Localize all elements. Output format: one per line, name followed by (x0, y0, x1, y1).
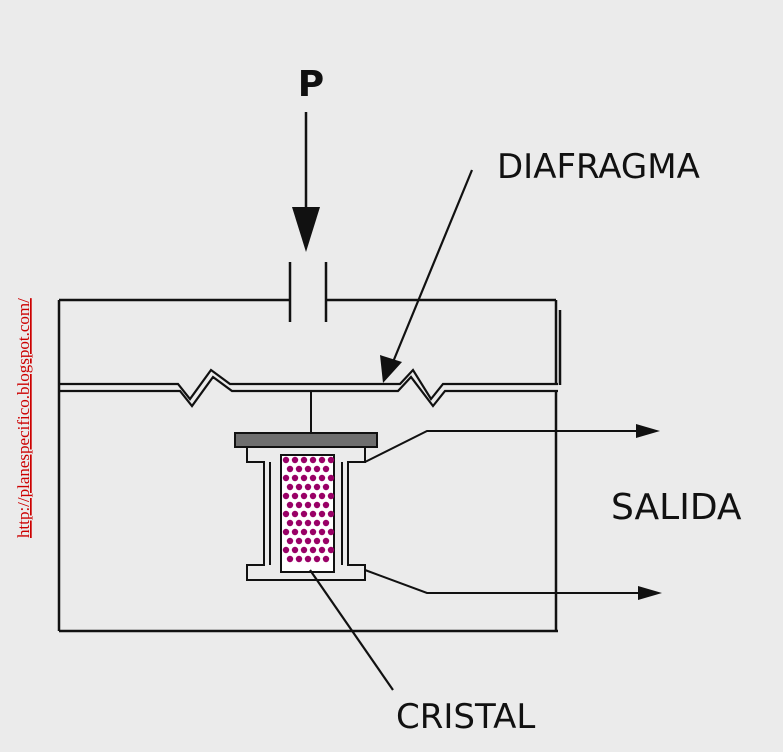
crystal-dot (318, 546, 326, 554)
crystal-dot (291, 510, 299, 518)
pressure-plate (234, 432, 378, 448)
crystal-dot (322, 519, 330, 527)
crystal-dot (309, 456, 317, 464)
crystal-dot (318, 510, 326, 518)
crystal-dot (309, 492, 317, 500)
crystal-dot (327, 456, 335, 464)
crystal-dot (327, 546, 335, 554)
crystal-dot (282, 528, 290, 536)
pressure-label: P (298, 64, 324, 105)
diaphragm-leader-arrowhead (380, 355, 402, 383)
diaphragm (59, 368, 558, 408)
pressure-arrow (292, 112, 320, 252)
crystal-dot (327, 510, 335, 518)
crystal-dot (318, 528, 326, 536)
crystal-dot (291, 528, 299, 536)
crystal-dot (304, 519, 312, 527)
crystal-dot (291, 546, 299, 554)
crystal-dot (286, 501, 294, 509)
crystal-dot (327, 528, 335, 536)
crystal-dot (313, 519, 321, 527)
crystal-dot (295, 465, 303, 473)
output-leads (364, 430, 640, 594)
crystal-dot (286, 555, 294, 563)
crystal-dot-pattern (282, 456, 335, 563)
watermark-url: http://planespecifico.blogspot.com/ (14, 298, 33, 538)
crystal-dot (313, 501, 321, 509)
crystal-dot (322, 555, 330, 563)
crystal-dot (313, 483, 321, 491)
output-arrow-bottom (638, 586, 662, 600)
crystal-dot (327, 474, 335, 482)
crystal-dot (300, 546, 308, 554)
crystal-dot (304, 555, 312, 563)
crystal-dot (300, 456, 308, 464)
crystal-dot (313, 537, 321, 545)
diaphragm-label: DIAFRAGMA (497, 147, 700, 187)
crystal-dot (286, 519, 294, 527)
crystal-dot (291, 492, 299, 500)
leader-lines (309, 169, 474, 691)
crystal-dot (295, 483, 303, 491)
crystal-dot (318, 474, 326, 482)
crystal-dot (322, 465, 330, 473)
output-arrow-top (636, 424, 660, 438)
crystal-dot (313, 555, 321, 563)
crystal-dot (309, 528, 317, 536)
crystal-dot (300, 528, 308, 536)
crystal-dot (304, 501, 312, 509)
crystal-dot (304, 465, 312, 473)
crystal-dot (309, 546, 317, 554)
crystal-dot (313, 465, 321, 473)
crystal-dot (282, 510, 290, 518)
crystal-dot (304, 483, 312, 491)
crystal-dot (318, 492, 326, 500)
crystal-dot (322, 537, 330, 545)
crystal-dot (291, 456, 299, 464)
crystal-dot (300, 492, 308, 500)
crystal-dot (282, 474, 290, 482)
crystal-dot (304, 537, 312, 545)
crystal-dot (282, 492, 290, 500)
crystal-label: CRISTAL (396, 697, 535, 737)
crystal-dot (309, 510, 317, 518)
crystal-dot (327, 492, 335, 500)
crystal-dot (286, 537, 294, 545)
crystal-dot (300, 510, 308, 518)
pressure-port (288, 262, 328, 322)
crystal-dot (318, 456, 326, 464)
output-label: SALIDA (611, 487, 742, 528)
crystal (280, 454, 335, 573)
crystal-dot (282, 546, 290, 554)
crystal-dot (291, 474, 299, 482)
crystal-dot (295, 555, 303, 563)
crystal-dot (286, 465, 294, 473)
crystal-dot (300, 474, 308, 482)
crystal-dot (322, 501, 330, 509)
crystal-dot (295, 519, 303, 527)
crystal-dot (322, 483, 330, 491)
crystal-dot (309, 474, 317, 482)
crystal-dot (282, 456, 290, 464)
crystal-dot (295, 501, 303, 509)
crystal-dot (295, 537, 303, 545)
crystal-dot (286, 483, 294, 491)
